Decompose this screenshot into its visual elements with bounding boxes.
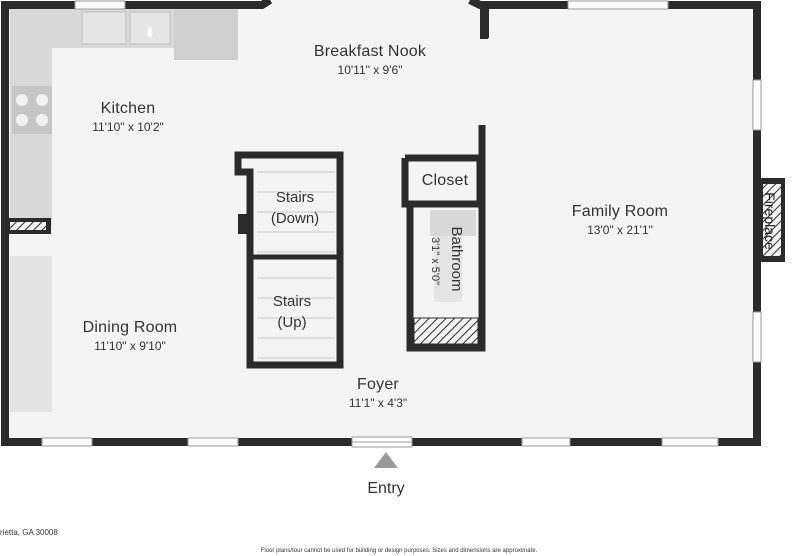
stairs-down-label: Stairs (Down): [256, 187, 334, 229]
room-dimensions: 11'1" x 4'3": [348, 396, 408, 410]
refrigerator: [174, 10, 238, 60]
kitchen-label: Kitchen 11'10" x 10'2": [68, 100, 188, 134]
faucet-icon: [147, 26, 153, 38]
room-dimensions: 11'10" x 9'10": [94, 339, 166, 353]
window: [752, 311, 762, 363]
room-name: Breakfast Nook: [313, 43, 427, 60]
room-dimensions: 13'0" x 21'1": [587, 223, 653, 237]
room-name: Bathroom: [448, 226, 465, 292]
room-name: Kitchen: [100, 100, 156, 117]
window: [41, 437, 93, 447]
breakfast-nook-label: Breakfast Nook 10'11" x 9'6": [290, 43, 450, 77]
address-text: rietta, GA 30008: [0, 528, 58, 537]
stairs-up-line1: Stairs: [272, 293, 312, 310]
entry-arrow-icon: [374, 452, 398, 468]
window: [661, 437, 719, 447]
window: [752, 79, 762, 131]
stairs-down-line2: (Down): [270, 210, 320, 227]
window: [187, 437, 239, 447]
stairs-up-label: Stairs (Up): [256, 291, 328, 333]
stove: [12, 86, 52, 134]
foyer-label: Foyer 11'1" x 4'3": [318, 376, 438, 410]
stairs-down-line1: Stairs: [275, 189, 315, 206]
window: [74, 0, 126, 10]
room-name: Family Room: [571, 203, 669, 220]
stairs-block: [234, 151, 344, 369]
bathroom-dims-label: 3'1" x 5'0": [429, 223, 445, 299]
room-dimensions: 3'1" x 5'0": [429, 236, 441, 286]
room-name: Foyer: [357, 376, 399, 393]
room-dimensions: 11'10" x 10'2": [92, 120, 164, 134]
toilet: [434, 236, 462, 302]
dining-counter: [10, 256, 52, 412]
fireplace-label: Fireplace: [762, 173, 778, 269]
room-name: Fireplace: [762, 192, 778, 250]
entry-label: Entry: [367, 480, 405, 497]
sink: [81, 11, 127, 45]
closet-label: Closet: [421, 172, 469, 189]
window: [567, 0, 669, 10]
floor-area: [5, 0, 757, 442]
vanity: [430, 210, 476, 236]
window: [521, 437, 571, 447]
bath-hatch: [413, 317, 479, 345]
room-dimensions: 10'11" x 9'6": [337, 63, 403, 77]
family-room-wall-stub: [480, 5, 488, 39]
disclaimer-text: Floor plans/tour cannot be used for buil…: [260, 548, 538, 554]
bathroom-name-label: Bathroom: [447, 207, 465, 311]
room-name: Dining Room: [82, 319, 178, 336]
stairs-up-line2: (Up): [277, 314, 307, 331]
dining-room-label: Dining Room 11'10" x 9'10": [60, 319, 200, 353]
family-room-label: Family Room 13'0" x 21'1": [550, 203, 690, 237]
